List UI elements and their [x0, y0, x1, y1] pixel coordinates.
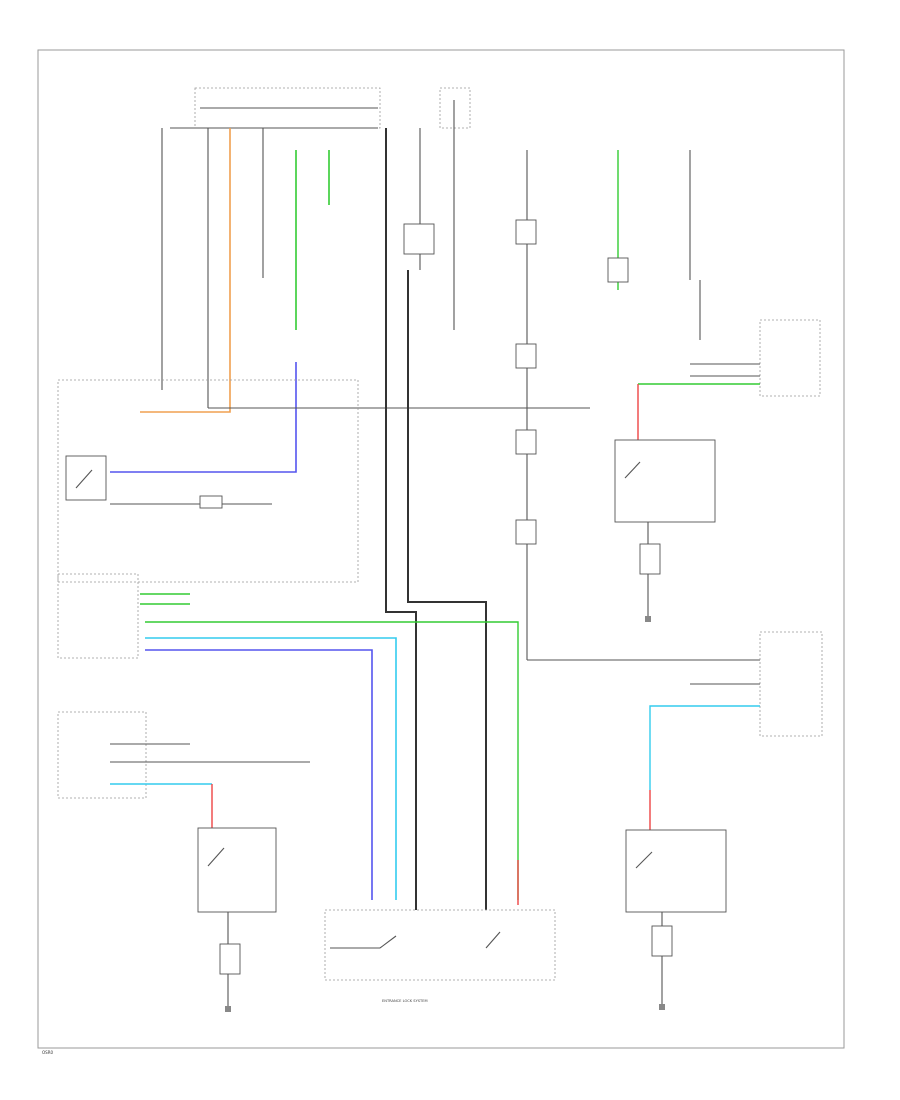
right-upper-module	[759, 319, 821, 397]
center-thick-2	[407, 270, 487, 910]
component-2	[515, 343, 537, 369]
left-lower-ground	[225, 1006, 231, 1012]
fuse-box-right-outline	[439, 87, 471, 129]
footer-label: OSR0	[42, 1050, 53, 1055]
left-switch-box	[65, 455, 107, 501]
left-lower-switch-lever	[207, 847, 225, 867]
right-switch-ground	[645, 616, 651, 622]
right-lower-switch-box	[625, 829, 727, 913]
diagram-frame	[37, 49, 845, 1049]
right-switch-box	[614, 439, 716, 523]
component-5	[607, 257, 629, 283]
component-3	[515, 429, 537, 455]
orange-wire	[140, 128, 231, 413]
component-4	[515, 519, 537, 545]
left-switch-lever	[75, 469, 93, 489]
center-switch-lever-1	[379, 935, 397, 949]
component-1	[515, 219, 537, 245]
diagram-caption: ENTRANCE LOCK SYSTEM	[382, 999, 428, 1003]
left-module-outline	[57, 379, 359, 583]
component-6	[403, 223, 435, 255]
right-lower-switch-lever	[635, 851, 653, 869]
green-horizontal	[145, 621, 519, 900]
left-bottom-module	[57, 711, 147, 799]
left-lower-switch-box	[197, 827, 277, 913]
right-switch-lever	[624, 461, 641, 479]
component-7	[639, 543, 661, 575]
right-lower-ground	[659, 1004, 665, 1010]
center-thick-1	[385, 128, 417, 910]
left-module-connector	[199, 495, 223, 509]
component-9	[651, 925, 673, 957]
blue-wire	[110, 362, 297, 473]
center-switch-outline	[324, 909, 556, 981]
cyan-right-lower	[649, 705, 760, 790]
center-switch-lever-2	[485, 931, 501, 949]
right-lower-module	[759, 631, 823, 737]
component-8	[219, 943, 241, 975]
cyan-horizontal	[145, 637, 397, 900]
left-lower-module	[57, 573, 139, 659]
blue-horizontal	[145, 649, 373, 900]
